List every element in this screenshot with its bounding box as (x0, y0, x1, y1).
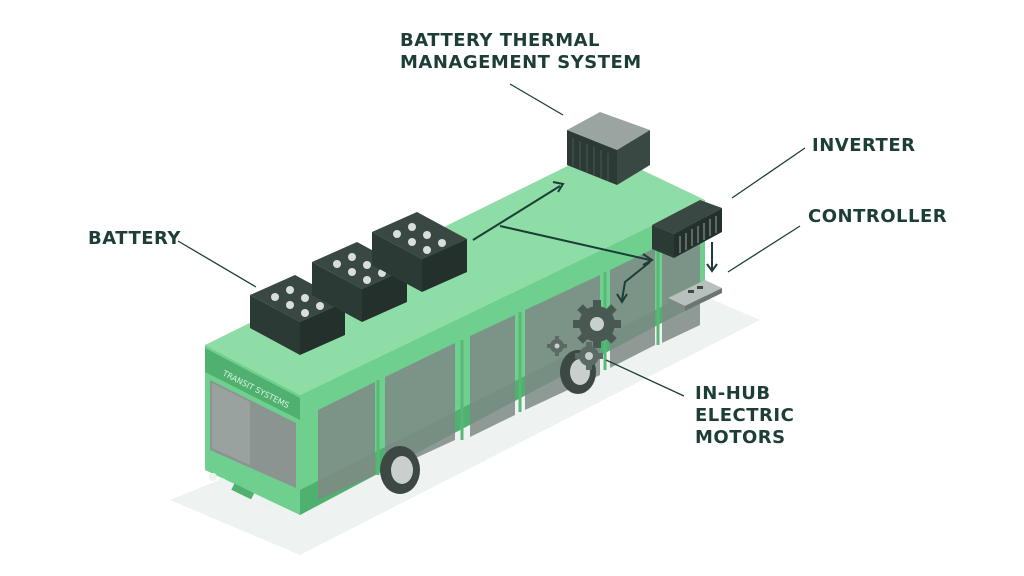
battery-pack-3 (372, 212, 467, 292)
front-plate (231, 483, 255, 500)
front-sign-band (205, 348, 300, 420)
label-motors-line-2: ELECTRIC (695, 405, 795, 426)
label-controller: CONTROLLER (808, 206, 948, 227)
label-motors-line-1: IN-HUB (695, 383, 771, 404)
battery-pack-1 (250, 275, 345, 355)
headlights (209, 473, 281, 514)
gear-medium (575, 342, 603, 370)
label-motors-line-3: MOTORS (695, 427, 786, 448)
controller-unit (668, 280, 722, 311)
battery-pack-2 (312, 242, 407, 322)
label-inverter: INVERTER (812, 135, 916, 156)
thermal-management-unit (567, 112, 650, 185)
gear-large (573, 300, 621, 348)
label-battery-thermal-management-system: BATTERY THERMAL MANAGEMENT SYSTEM (400, 30, 642, 74)
flow-arrows (472, 181, 718, 304)
gear-small (547, 336, 567, 356)
leader-lines (177, 83, 806, 397)
front-wheel (380, 446, 420, 494)
label-bms-line-1: BATTERY THERMAL (400, 30, 601, 51)
label-battery: BATTERY (88, 228, 181, 249)
inverter-unit (652, 200, 722, 258)
label-bms-line-2: MANAGEMENT SYSTEM (400, 52, 642, 73)
label-in-hub-electric-motors: IN-HUB ELECTRIC MOTORS (695, 383, 794, 449)
